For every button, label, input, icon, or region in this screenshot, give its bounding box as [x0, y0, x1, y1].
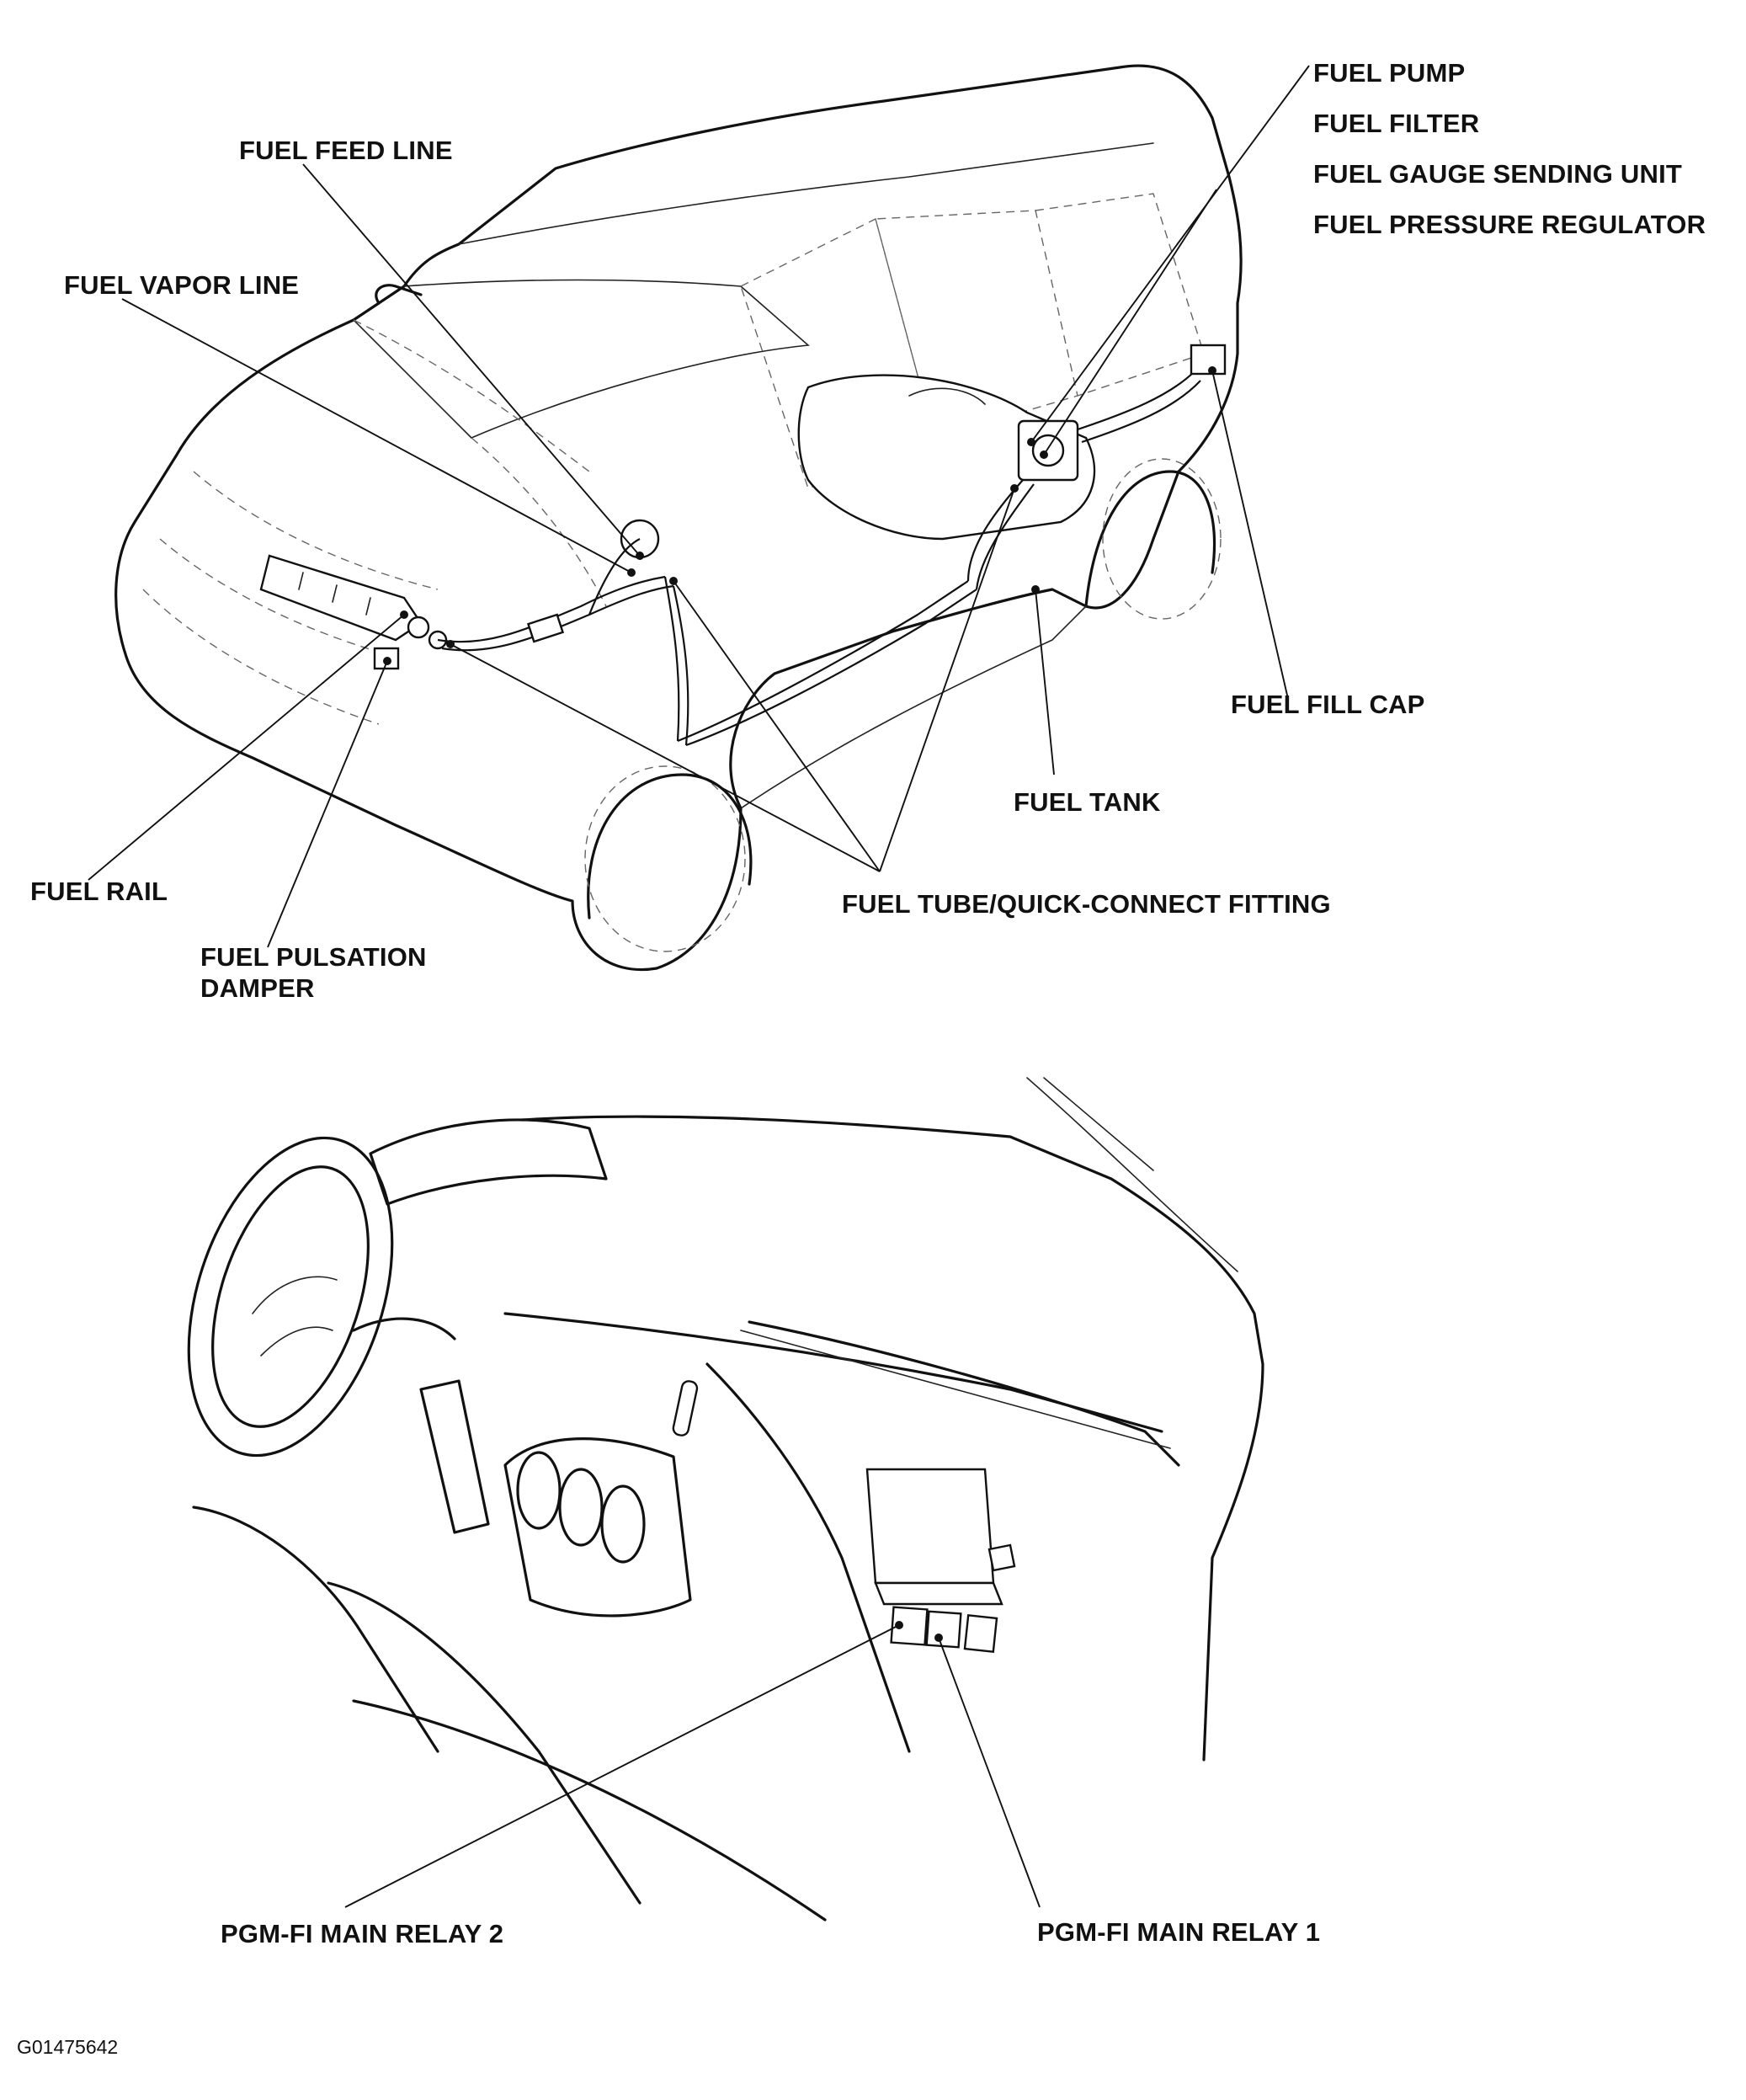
- pgm-fi-main-relay-2: [890, 1606, 929, 1646]
- rear-door-outline: [1035, 193, 1205, 397]
- instrument-binnacle: [369, 1118, 608, 1206]
- label-fuel-pulsation-damper-line2: DAMPER: [200, 973, 315, 1003]
- label-fuel-filter: FUEL FILTER: [1313, 109, 1480, 138]
- front-fascia-lines: [142, 471, 439, 725]
- front-door-outline: [740, 217, 935, 489]
- rear-wheel-hidden: [1102, 458, 1222, 620]
- label-fuel-gauge-sending-unit: FUEL GAUGE SENDING UNIT: [1313, 159, 1683, 189]
- windshield: [353, 279, 810, 439]
- vehicle-drawing: [114, 64, 1243, 972]
- front-wheel-hidden: [584, 765, 746, 952]
- label-fuel-tank: FUEL TANK: [1014, 787, 1161, 817]
- leader-arrowheads: [383, 366, 1216, 1642]
- label-pgm-fi-main-relay-2: PGM-FI MAIN RELAY 2: [221, 1919, 504, 1948]
- pgm-fi-main-relay-1: [925, 1610, 962, 1649]
- dashboard-drawing: [187, 1077, 1264, 1921]
- fuel-tank: [797, 374, 1096, 541]
- label-fuel-pulsation-damper-line1: FUEL PULSATION: [200, 942, 427, 972]
- fuel-system-parts: [259, 344, 1227, 747]
- label-pgm-fi-main-relay-1: PGM-FI MAIN RELAY 1: [1037, 1917, 1321, 1947]
- upper-leader-lines: [88, 65, 1310, 948]
- fuel-feed-line: [437, 575, 666, 643]
- side-mirror: [375, 284, 423, 305]
- rear-wheel: [1084, 470, 1216, 608]
- lower-leader-lines: [344, 1624, 1041, 1908]
- hood-lines: [353, 319, 607, 607]
- vehicle-body-outline: [114, 64, 1243, 972]
- powertrain-control-module: [865, 1468, 995, 1585]
- label-fuel-rail: FUEL RAIL: [30, 877, 168, 906]
- vehicle-roof-line: [458, 142, 1154, 245]
- fuel-fill-cap: [1190, 344, 1227, 376]
- front-wheel: [587, 773, 753, 919]
- fuel-rail: [259, 554, 423, 642]
- label-fuel-tube-quick-connect: FUEL TUBE/QUICK-CONNECT FITTING: [842, 889, 1331, 919]
- dashboard-top: [520, 1115, 1264, 1762]
- fuel-line-to-tank: [663, 576, 680, 742]
- dashboard-front-edge: [503, 1312, 1163, 1433]
- label-fuel-fill-cap: FUEL FILL CAP: [1231, 690, 1425, 719]
- figure-code: G01475642: [17, 2036, 119, 2058]
- label-fuel-vapor-line: FUEL VAPOR LINE: [64, 270, 300, 300]
- steering-wheel: [187, 1136, 394, 1458]
- label-fuel-pump: FUEL PUMP: [1313, 58, 1466, 88]
- rocker-panel: [740, 605, 1087, 809]
- label-fuel-feed-line: FUEL FEED LINE: [239, 136, 453, 165]
- label-fuel-pressure-regulator: FUEL PRESSURE REGULATOR: [1313, 210, 1706, 239]
